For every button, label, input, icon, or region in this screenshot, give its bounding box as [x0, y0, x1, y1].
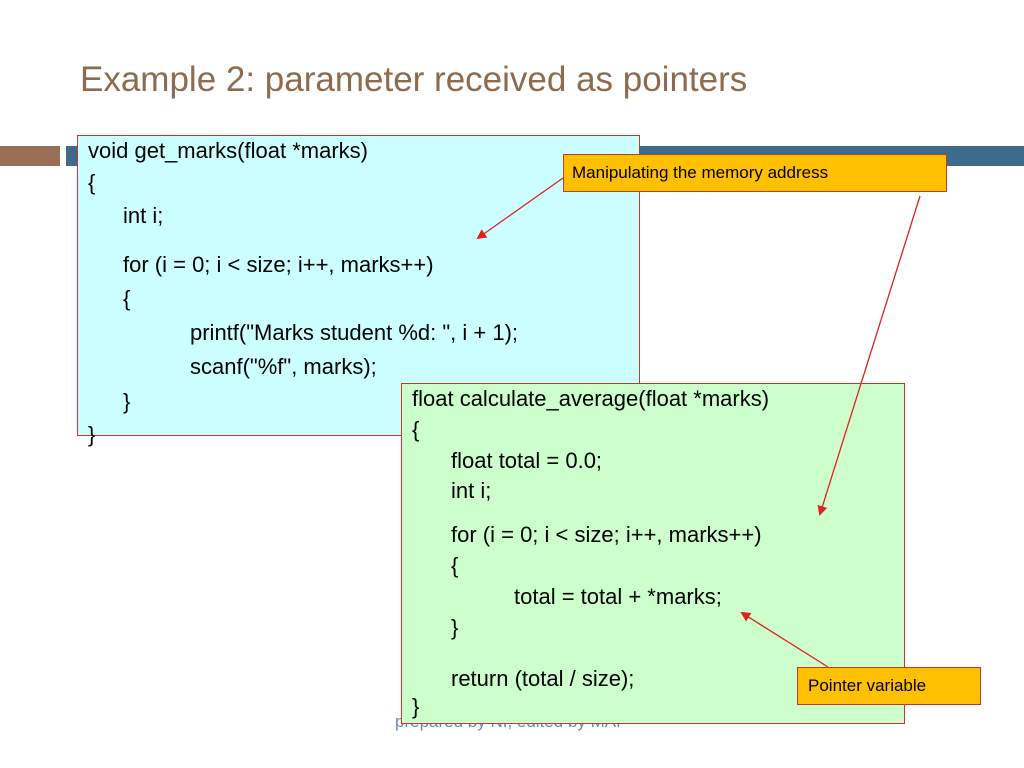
- code-line: int i;: [451, 478, 492, 503]
- code-line: for (i = 0; i < size; i++, marks++): [123, 252, 434, 277]
- code-line: }: [123, 389, 131, 414]
- code-line: }: [412, 694, 420, 719]
- code-line: return (total / size);: [451, 666, 635, 691]
- code-line: for (i = 0; i < size; i++, marks++): [451, 522, 762, 547]
- callout-memory-address: Manipulating the memory address: [563, 154, 947, 192]
- code-line: float calculate_average(float *marks): [412, 386, 770, 411]
- slide-title: Example 2: parameter received as pointer…: [80, 60, 748, 99]
- accent-bar-left: [0, 146, 60, 166]
- code-line: printf("Marks student %d: ", i + 1);: [190, 320, 519, 345]
- code-line: {: [123, 286, 131, 311]
- code-line: {: [88, 170, 96, 195]
- code-line: {: [412, 417, 420, 442]
- code-line: }: [88, 422, 96, 447]
- code-line: scanf("%f", marks);: [190, 354, 377, 379]
- code-line: {: [451, 553, 459, 578]
- code-line: total = total + *marks;: [514, 584, 722, 609]
- callout-pointer-variable: Pointer variable: [797, 667, 981, 705]
- code-line: }: [451, 615, 459, 640]
- code-line: float total = 0.0;: [451, 448, 603, 473]
- code-line: int i;: [123, 203, 164, 228]
- code-line: void get_marks(float *marks): [88, 138, 368, 163]
